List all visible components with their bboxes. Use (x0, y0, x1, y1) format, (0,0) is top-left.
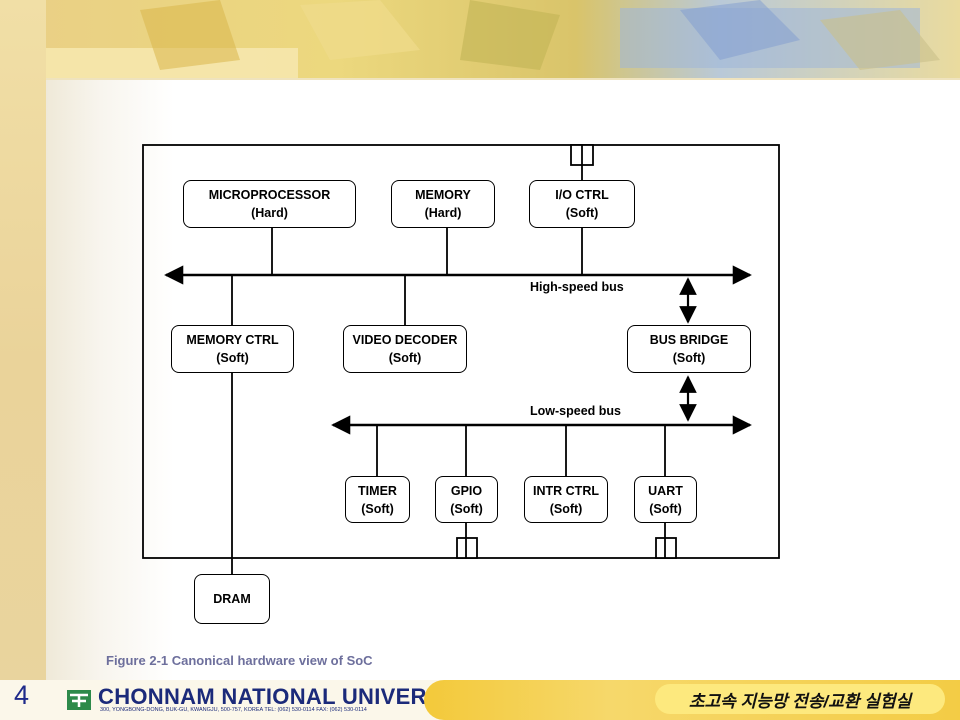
block-type: (Hard) (424, 206, 462, 220)
university-address: 300, YONGBONG-DONG, BUK-GU, KWANGJU, 500… (100, 707, 367, 713)
figure-caption: Figure 2-1 Canonical hardware view of So… (106, 653, 373, 668)
block-name: BUS BRIDGE (649, 333, 729, 347)
block-type: (Soft) (388, 351, 422, 365)
block-name: GPIO (450, 483, 483, 498)
low-speed-bus-label: Low-speed bus (530, 404, 621, 418)
block-name: MEMORY (415, 188, 471, 202)
block-uart: UART (Soft) (634, 476, 697, 523)
block-name: INTR CTRL (533, 483, 599, 498)
high-speed-bus-label: High-speed bus (530, 280, 624, 294)
block-gpio: GPIO (Soft) (435, 476, 498, 523)
block-type: (Soft) (565, 206, 599, 220)
block-intr-ctrl: INTR CTRL (Soft) (524, 476, 608, 523)
block-name: MICROPROCESSOR (208, 188, 331, 202)
block-type: (Soft) (549, 501, 583, 516)
block-memory: MEMORY (Hard) (391, 180, 495, 228)
block-dram: DRAM (194, 574, 270, 624)
block-type: (Soft) (361, 501, 394, 516)
university-name: CHONNAM NATIONAL UNIVERSITY (98, 684, 477, 709)
block-type: (Soft) (216, 351, 249, 365)
block-type: (Soft) (450, 501, 483, 516)
block-io-ctrl: I/O CTRL (Soft) (529, 180, 635, 228)
block-name: MEMORY CTRL (186, 333, 279, 347)
lab-name: 초고속 지능망 전송/교환 실험실 (655, 684, 945, 714)
block-memory-ctrl: MEMORY CTRL (Soft) (171, 325, 294, 373)
block-name: DRAM (213, 592, 251, 606)
block-name: UART (648, 483, 683, 498)
block-type: (Soft) (649, 501, 682, 516)
block-bus-bridge: BUS BRIDGE (Soft) (627, 325, 751, 373)
block-type: (Hard) (251, 206, 288, 220)
block-video-decoder: VIDEO DECODER (Soft) (343, 325, 467, 373)
decorative-banner (0, 0, 960, 80)
university-logo-icon (67, 690, 91, 710)
block-type: (Soft) (672, 351, 706, 365)
block-name: TIMER (358, 483, 397, 498)
page-number: 4 (14, 680, 30, 710)
block-name: VIDEO DECODER (352, 333, 458, 347)
block-name: I/O CTRL (555, 188, 609, 202)
block-timer: TIMER (Soft) (345, 476, 410, 523)
uart-pin-box (655, 537, 677, 559)
left-decorative-strip (0, 0, 46, 720)
gpio-pin-box (456, 537, 478, 559)
block-microprocessor: MICROPROCESSOR (Hard) (183, 180, 356, 228)
